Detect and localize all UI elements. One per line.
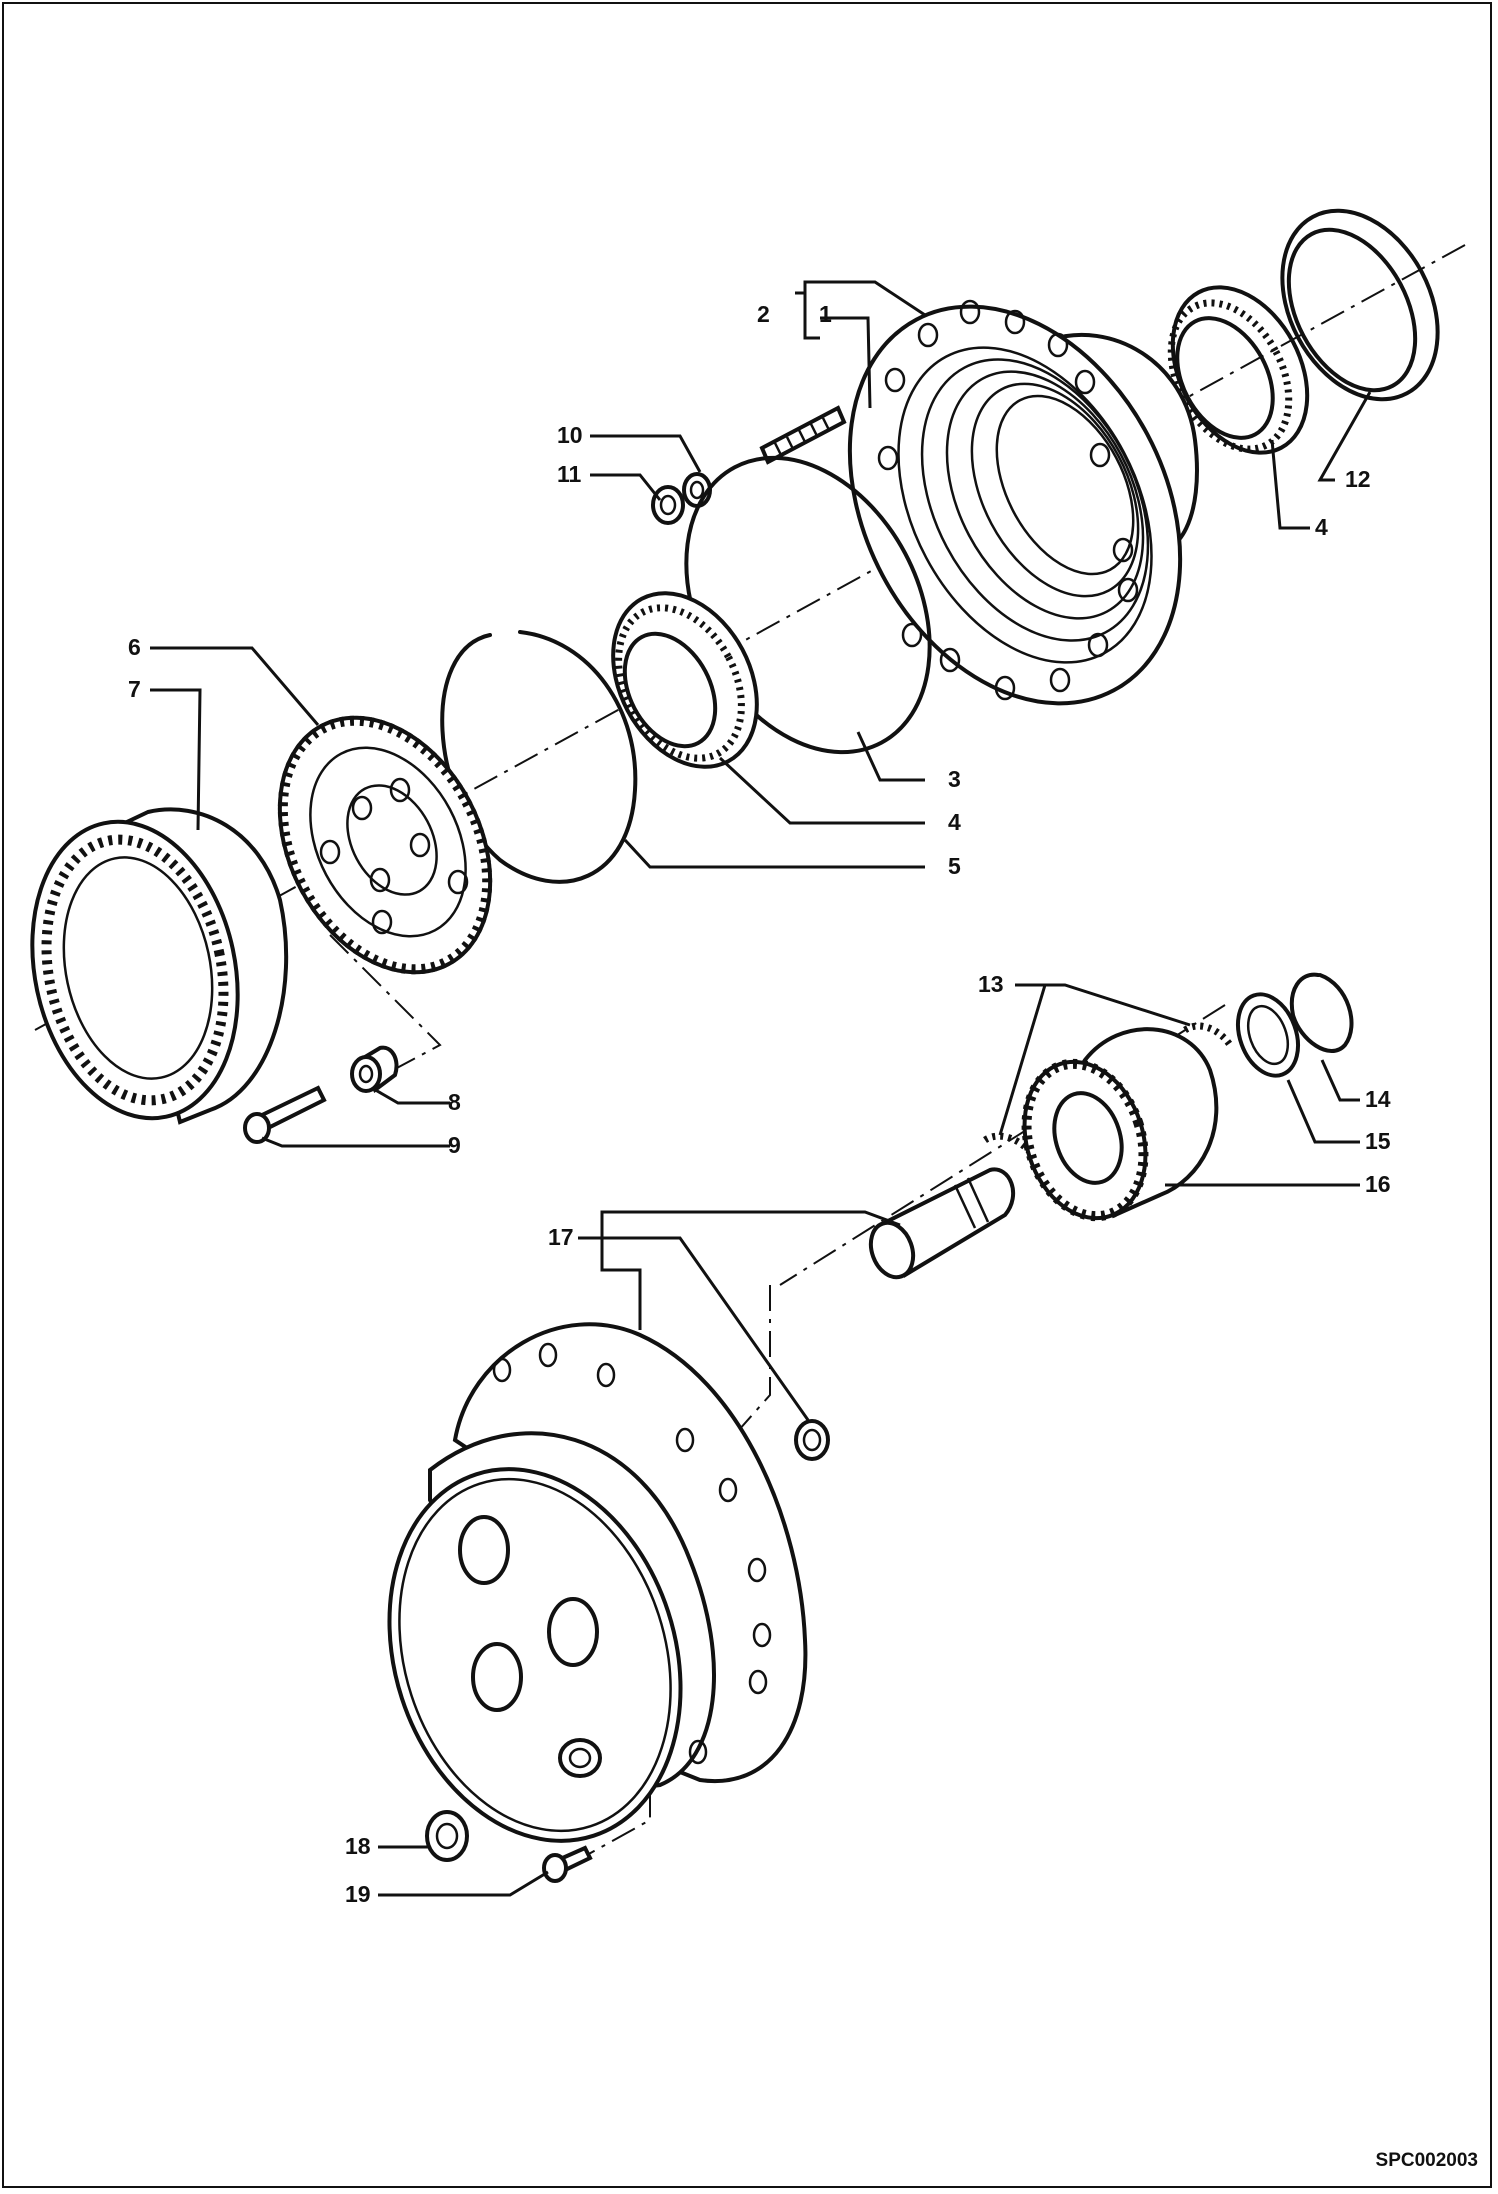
planetary-cover-17 — [387, 1322, 808, 1843]
callout-4-lower: 4 — [948, 809, 961, 835]
callout-14: 14 — [1365, 1086, 1391, 1112]
bolt-9 — [243, 1085, 327, 1144]
leader-8 — [371, 1086, 450, 1105]
leader-17-b — [600, 1238, 642, 1330]
callout-8: 8 — [448, 1089, 461, 1115]
leader-3 — [856, 731, 925, 782]
leader-1 — [820, 316, 872, 409]
leader-14 — [1320, 1059, 1360, 1102]
leader-4-lower — [718, 756, 925, 825]
leader-17-c — [602, 1236, 810, 1421]
callout-7: 7 — [128, 676, 141, 702]
leader-6 — [150, 646, 320, 726]
leader-19 — [378, 1870, 549, 1897]
callout-13: 13 — [978, 971, 1004, 997]
drawing-code: SPC002003 — [1375, 2150, 1478, 2171]
planet-gear-16 — [1021, 1027, 1219, 1222]
callout-12: 12 — [1345, 466, 1371, 492]
leader-12 — [1317, 391, 1372, 482]
leader-13-b — [1045, 983, 1191, 1027]
screw-19 — [542, 1845, 593, 1883]
bushing-8 — [350, 1045, 399, 1094]
tapered-bearing-4-lower — [611, 591, 759, 769]
snap-ring-5 — [440, 630, 638, 884]
wheel-stud-1 — [759, 405, 847, 465]
leader-2 — [795, 280, 926, 317]
cover-plug-17 — [794, 1419, 830, 1461]
leader-7 — [150, 688, 202, 831]
callout-1: 1 — [819, 301, 832, 327]
callout-5: 5 — [948, 853, 961, 879]
drain-plug-18 — [425, 1810, 469, 1862]
thrust-washer-15 — [1236, 992, 1300, 1078]
snap-ring-14 — [1289, 972, 1354, 1053]
leader-4-upper — [1270, 439, 1310, 530]
planet-pin-17 — [868, 1167, 1016, 1280]
bolt-axis-dashed — [329, 934, 442, 1086]
callout-19: 19 — [345, 1881, 371, 1907]
lower-assembly-axis — [779, 1004, 1226, 1286]
callout-4-upper: 4 — [1315, 514, 1328, 540]
callout-15: 15 — [1365, 1128, 1391, 1154]
nut-11 — [651, 485, 685, 525]
callout-18: 18 — [345, 1833, 371, 1859]
leader-5 — [623, 838, 925, 869]
callout-2: 2 — [757, 301, 770, 327]
tapered-bearing-4-upper — [1167, 285, 1310, 455]
callout-10: 10 — [557, 422, 583, 448]
seal-ring-12 — [1280, 208, 1440, 402]
callout-6: 6 — [128, 634, 141, 660]
leader-17-a — [578, 1210, 901, 1240]
callout-9: 9 — [448, 1132, 461, 1158]
wheel-hub-2 — [847, 299, 1199, 706]
gear-carrier-6 — [277, 715, 493, 975]
callout-11: 11 — [557, 461, 582, 487]
ring-gear-7 — [30, 807, 289, 1125]
callout-3: 3 — [948, 766, 961, 792]
leader-9 — [261, 1136, 450, 1148]
leader-2-b — [803, 293, 820, 340]
leader-11 — [590, 473, 662, 501]
leader-10 — [590, 434, 702, 473]
needle-rollers-13 — [983, 1022, 1233, 1162]
callout-16: 16 — [1365, 1171, 1391, 1197]
leader-15 — [1286, 1079, 1360, 1144]
callout-17: 17 — [548, 1224, 574, 1250]
